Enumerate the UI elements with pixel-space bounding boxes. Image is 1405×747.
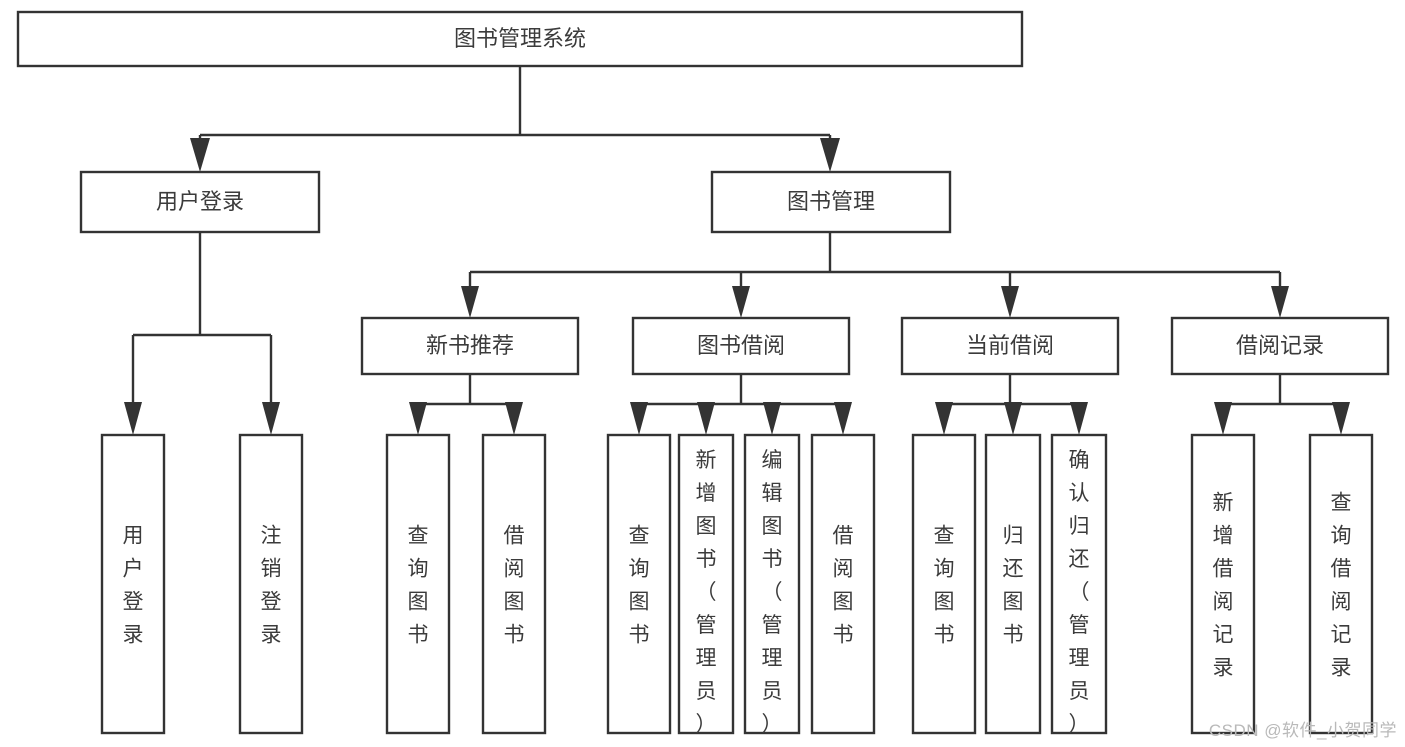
- leaf-borrow-book[interactable]: 借阅图书: [810, 433, 876, 735]
- arrowhead-leaf-user-logout: [262, 402, 280, 435]
- node-new-book-recommend-label: 新书推荐: [426, 333, 514, 358]
- node-book-management-box[interactable]: [710, 170, 952, 234]
- leaf-query-book-borrow-label: 查询图书: [629, 525, 650, 647]
- leaf-return-book-box[interactable]: [984, 433, 1042, 735]
- arrowhead-leaf-confirm-return-admin: [1070, 402, 1088, 435]
- leaf-query-book-borrow[interactable]: 查询图书: [606, 433, 672, 735]
- leaf-query-borrow-record-box[interactable]: [1308, 433, 1374, 735]
- arrowhead-leaf-query-book-current: [935, 402, 953, 435]
- leaf-query-book-current-label: 查询图书: [934, 525, 955, 647]
- node-book-management[interactable]: 图书管理: [710, 170, 952, 234]
- leaf-return-book[interactable]: 归还图书: [984, 433, 1042, 735]
- arrowhead-leaf-add-book-admin: [697, 402, 715, 435]
- node-new-book-recommend-box[interactable]: [360, 316, 580, 376]
- leaf-borrow-book-label: 借阅图书: [833, 525, 854, 647]
- node-current-borrow[interactable]: 当前借阅: [900, 316, 1120, 376]
- leaf-add-borrow-record[interactable]: 新增借阅记录: [1190, 433, 1256, 735]
- leaf-query-book-rec-box[interactable]: [385, 433, 451, 735]
- leaf-query-borrow-record-label: 查询借阅记录: [1331, 492, 1352, 680]
- node-book-borrow-box[interactable]: [631, 316, 851, 376]
- node-root[interactable]: 图书管理系统: [16, 10, 1024, 68]
- node-book-management-label: 图书管理: [787, 189, 875, 214]
- node-book-borrow[interactable]: 图书借阅: [631, 316, 851, 376]
- arrowhead-leaf-add-borrow-record: [1214, 402, 1232, 435]
- node-current-borrow-label: 当前借阅: [966, 333, 1054, 358]
- leaf-edit-book-admin-label: 编辑图书（管理员）: [762, 449, 783, 736]
- node-user-login[interactable]: 用户登录: [79, 170, 321, 234]
- leaf-confirm-return-admin-box[interactable]: [1050, 433, 1108, 735]
- leaf-user-logout-box[interactable]: [238, 433, 304, 735]
- leaf-edit-book-admin[interactable]: 编辑图书（管理员）: [743, 433, 801, 736]
- arrowhead-new-book-recommend: [461, 286, 479, 318]
- arrowhead-leaf-query-borrow-record: [1332, 402, 1350, 435]
- arrowhead-user-login: [190, 138, 210, 172]
- node-new-book-recommend[interactable]: 新书推荐: [360, 316, 580, 376]
- leaf-add-book-admin[interactable]: 新增图书（管理员）: [677, 433, 735, 736]
- node-book-borrow-label: 图书借阅: [697, 333, 785, 358]
- node-user-login-label: 用户登录: [156, 189, 244, 214]
- leaf-query-book-current[interactable]: 查询图书: [911, 433, 977, 735]
- leaf-query-book-rec-label: 查询图书: [408, 525, 429, 647]
- leaf-user-logout-label: 注销登录: [261, 525, 282, 647]
- node-borrow-record-label: 借阅记录: [1236, 333, 1324, 358]
- leaf-user-logout[interactable]: 注销登录: [238, 433, 304, 735]
- arrowhead-leaf-query-book-rec: [409, 402, 427, 435]
- leaf-add-book-admin-label: 新增图书（管理员）: [696, 449, 717, 736]
- arrowhead-borrow-record: [1271, 286, 1289, 318]
- leaf-user-login-box[interactable]: [100, 433, 166, 735]
- leaf-query-book-current-box[interactable]: [911, 433, 977, 735]
- node-user-login-box[interactable]: [79, 170, 321, 234]
- leaf-borrow-book-rec[interactable]: 借阅图书: [481, 433, 547, 735]
- arrowhead-leaf-edit-book-admin: [763, 402, 781, 435]
- leaf-add-borrow-record-box[interactable]: [1190, 433, 1256, 735]
- leaf-return-book-label: 归还图书: [1003, 525, 1024, 647]
- leaf-query-book-borrow-box[interactable]: [606, 433, 672, 735]
- leaf-borrow-book-rec-label: 借阅图书: [504, 525, 525, 647]
- leaf-confirm-return-admin[interactable]: 确认归还（管理员）: [1050, 433, 1108, 736]
- leaf-user-login[interactable]: 用户登录: [100, 433, 166, 735]
- arrowhead-current-borrow: [1001, 286, 1019, 318]
- node-root-box[interactable]: [16, 10, 1024, 68]
- arrowhead-leaf-query-book-borrow: [630, 402, 648, 435]
- leaf-edit-book-admin-box[interactable]: [743, 433, 801, 735]
- leaf-borrow-book-rec-box[interactable]: [481, 433, 547, 735]
- node-borrow-record[interactable]: 借阅记录: [1170, 316, 1390, 376]
- node-current-borrow-box[interactable]: [900, 316, 1120, 376]
- leaf-borrow-book-box[interactable]: [810, 433, 876, 735]
- leaf-user-login-label: 用户登录: [123, 525, 144, 647]
- node-root-label: 图书管理系统: [454, 26, 586, 51]
- leaf-confirm-return-admin-label: 确认归还（管理员）: [1069, 449, 1090, 736]
- arrowhead-book-management: [820, 138, 840, 172]
- arrowhead-book-borrow: [732, 286, 750, 318]
- connector-layer: [124, 66, 1350, 435]
- leaf-query-book-rec[interactable]: 查询图书: [385, 433, 451, 735]
- arrowhead-leaf-return-book: [1004, 402, 1022, 435]
- leaf-add-book-admin-box[interactable]: [677, 433, 735, 735]
- arrowhead-leaf-borrow-book: [834, 402, 852, 435]
- arrowhead-leaf-borrow-book-rec: [505, 402, 523, 435]
- node-borrow-record-box[interactable]: [1170, 316, 1390, 376]
- arrowhead-leaf-user-login: [124, 402, 142, 435]
- leaf-add-borrow-record-label: 新增借阅记录: [1213, 492, 1234, 680]
- leaf-query-borrow-record[interactable]: 查询借阅记录: [1308, 433, 1374, 735]
